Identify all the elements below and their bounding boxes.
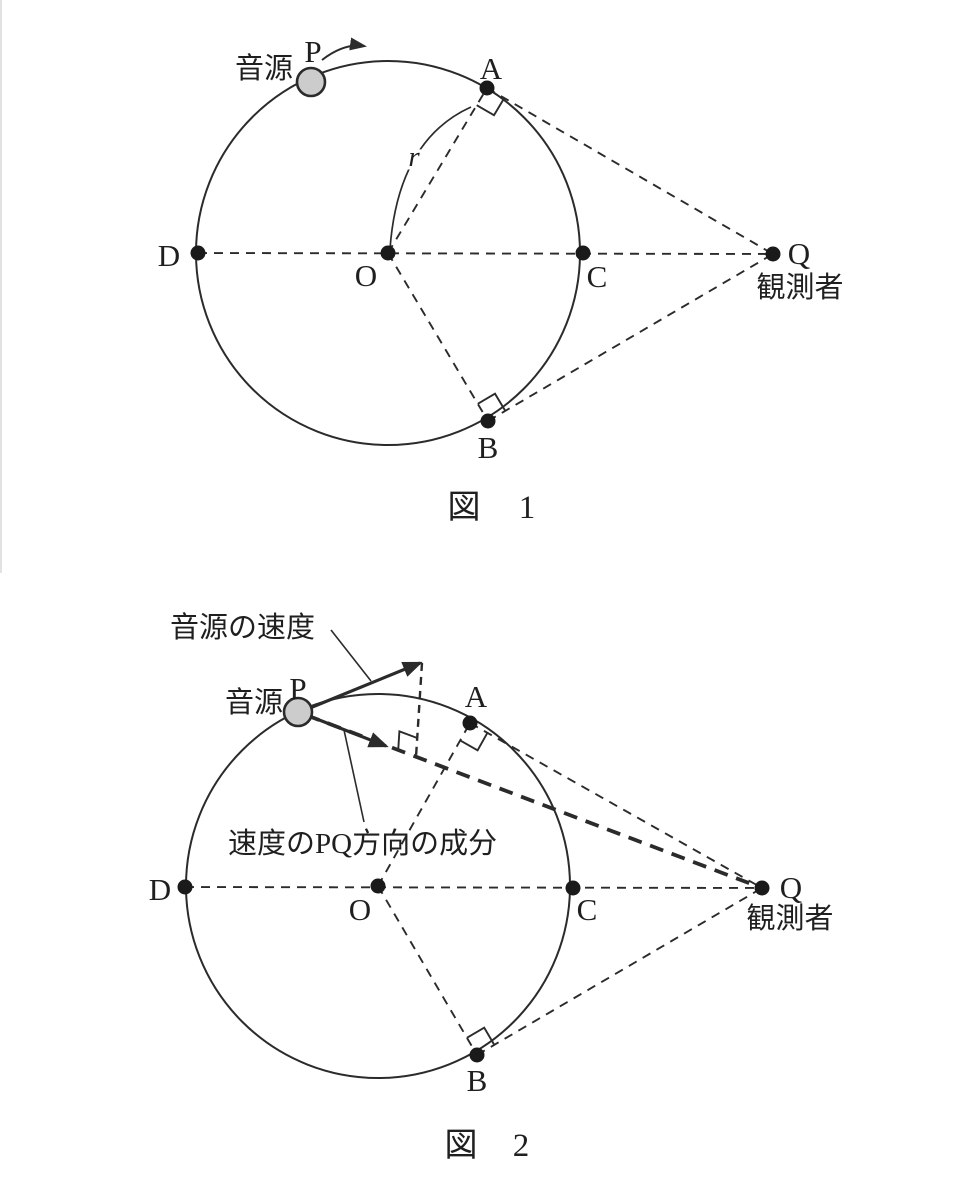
velocity-label-fig2: 音源の速度 [170,611,315,644]
label-a-fig1: A [480,51,503,86]
label-a-fig2: A [465,679,488,714]
figure-1-doppler-circle: r P A D O C Q B 音源 観測者 図 1 [158,34,844,526]
velocity-vector-arrow-fig2 [309,661,423,710]
label-p-fig1: P [304,34,321,69]
label-d-fig2: D [149,872,171,907]
label-b-fig2: B [467,1063,488,1098]
radius-leader-curve-fig1 [389,106,472,250]
right-angle-at-b-fig2 [466,1026,496,1046]
line-o-b-fig2 [377,885,478,1056]
line-d-o-c-q-fig1 [197,252,774,255]
sound-source-marker-fig2 [282,696,314,728]
label-q-fig2: Q [780,870,802,905]
dot-a-fig1 [479,80,495,96]
label-o-fig2: O [349,892,371,927]
dot-a-fig2 [462,715,478,731]
radius-label: r [408,141,420,173]
line-o-a-fig1 [387,87,488,254]
right-angle-at-foot-fig2 [397,729,418,751]
figure2-caption-number: 2 [513,1128,530,1164]
line-o-a-fig2 [377,722,471,887]
dot-o-fig1 [380,245,396,261]
right-angle-at-a-fig1 [476,97,506,117]
right-angle-at-b-fig1 [477,392,507,412]
figure1-caption-number: 1 [519,490,536,526]
line-a-q-fig2 [469,722,763,889]
dot-o-fig2 [370,878,386,894]
dot-b-fig2 [469,1047,485,1063]
observer-label-fig2: 観測者 [746,902,833,935]
sound-source-label-fig2: 音源 [225,686,283,719]
label-c-fig2: C [577,892,598,927]
scan-edge-line [0,0,2,573]
figure1-caption-prefix: 図 [448,490,481,526]
label-q-fig1: Q [788,236,810,271]
component-label-fig2: 速度のPQ方向の成分 [228,827,497,860]
line-d-o-c-q-fig2 [184,886,763,889]
dot-q-fig2 [754,880,770,896]
observer-label-fig1: 観測者 [756,271,843,304]
label-c-fig1: C [587,259,608,294]
label-d-fig1: D [158,238,180,273]
right-angle-at-a-fig2 [459,732,489,752]
dot-q-fig1 [765,246,781,262]
dot-c-fig1 [575,245,591,261]
perpendicular-dashed-fig2 [414,662,424,758]
label-o-fig1: O [355,258,377,293]
motion-direction-arrow-fig1 [321,37,367,61]
component-label-leader-fig2 [343,729,365,823]
dot-c-fig2 [565,880,581,896]
velocity-label-leader-fig2 [330,629,372,682]
line-a-q-fig1 [486,87,774,255]
sound-source-marker-fig1 [295,66,327,98]
line-b-q-fig2 [476,887,763,1056]
dot-d-fig2 [177,879,193,895]
label-p-fig2: P [289,671,306,706]
figure-2-velocity-component: P A D O C Q B 音源の速度 音源 速度のPQ方向の成分 観測者 図 … [149,611,834,1164]
dot-b-fig1 [480,413,496,429]
line-o-b-fig1 [387,252,489,422]
figure2-caption-prefix: 図 [445,1128,478,1164]
velocity-component-arrow-fig2 [308,714,389,748]
dot-d-fig1 [190,245,206,261]
sound-source-label-fig1: 音源 [235,52,293,85]
line-b-q-fig1 [487,253,774,422]
label-b-fig1: B [478,430,499,465]
